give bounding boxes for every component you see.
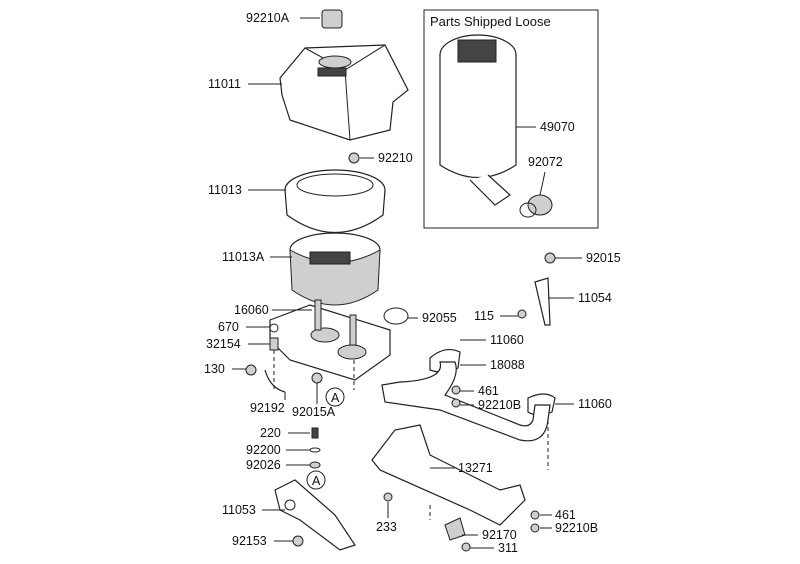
nut-92015A	[311, 372, 323, 384]
callout-130: 130	[204, 362, 225, 376]
callout-92026: 92026	[246, 458, 281, 472]
shipped-loose-title: Parts Shipped Loose	[430, 14, 551, 29]
bolt-115	[517, 309, 527, 319]
nut-92210Bb	[530, 523, 540, 533]
bracket-11053	[274, 479, 356, 551]
callout-233: 233	[376, 520, 397, 534]
bushing-92170	[444, 517, 466, 541]
callout-16060: 16060	[234, 303, 269, 317]
callout-11011: 11011	[208, 77, 241, 91]
nut-461a	[451, 385, 461, 395]
clip-92210	[348, 152, 360, 164]
pre-filter	[284, 169, 386, 233]
callout-92055: 92055	[422, 311, 457, 325]
callout-220: 220	[260, 426, 281, 440]
air-cleaner-base	[269, 299, 391, 381]
callout-92015A: 92015A	[292, 405, 336, 419]
nut-92153	[292, 535, 304, 547]
callout-11013A: 11013A	[222, 250, 265, 264]
hose-92192	[264, 369, 286, 393]
callout-11013: 11013	[208, 183, 242, 197]
nut-461b	[530, 510, 540, 520]
o-ring	[383, 307, 409, 325]
callout-92170: 92170	[482, 528, 517, 542]
ref-circle-a2	[306, 470, 326, 490]
callout-11054: 11054	[578, 291, 612, 305]
nut-311	[461, 542, 471, 552]
bracket-11054	[534, 277, 551, 326]
callout-92210A: 92210A	[246, 11, 290, 25]
callout-32154: 32154	[206, 337, 241, 351]
callout-49070: 49070	[540, 120, 575, 134]
washer-670	[269, 323, 279, 333]
muffler	[439, 34, 517, 206]
leader-lines	[232, 17, 582, 549]
callout-13271: 13271	[458, 461, 493, 475]
callout-311: 311	[498, 541, 518, 555]
nut-92015	[544, 252, 556, 264]
callout-670: 670	[218, 320, 239, 334]
callout-461-lower: 461	[555, 508, 576, 522]
callout-92200: 92200	[246, 443, 281, 457]
callout-92210: 92210	[378, 151, 413, 165]
callout-92210B-lower: 92210B	[555, 521, 598, 535]
callout-92072: 92072	[528, 155, 563, 169]
muffler-clamp	[519, 194, 553, 218]
ref-circle-a1	[325, 387, 345, 407]
callout-labels: 92210A 11011 92210 11013 11013A 16060 67…	[204, 11, 621, 555]
spacer-92026	[309, 461, 321, 469]
fitting-32154	[269, 337, 279, 351]
clamp-130	[245, 364, 257, 376]
callout-11053: 11053	[222, 503, 256, 517]
callout-18088: 18088	[490, 358, 525, 372]
washer-92200	[309, 447, 321, 453]
callout-92153: 92153	[232, 534, 267, 548]
bolt-220	[311, 427, 319, 439]
callout-115: 115	[474, 309, 494, 323]
callout-11060-lower: 11060	[578, 397, 612, 411]
callout-92210B-upper: 92210B	[478, 398, 521, 412]
shipped-loose-frame	[423, 9, 599, 229]
bolt-233	[383, 492, 393, 502]
ref-a1-text: A	[331, 391, 340, 405]
callout-92015: 92015	[586, 251, 621, 265]
filter-element	[289, 232, 381, 306]
bracket-13271	[371, 424, 526, 526]
callout-11060-upper: 11060	[490, 333, 524, 347]
ref-a2-text: A	[312, 474, 321, 488]
knob-92210A	[321, 9, 343, 29]
callout-92192: 92192	[250, 401, 285, 415]
exhaust-pipe	[381, 361, 551, 442]
air-cleaner-cover	[279, 44, 409, 141]
callout-461-upper: 461	[478, 384, 499, 398]
nut-92210Ba	[451, 398, 461, 408]
